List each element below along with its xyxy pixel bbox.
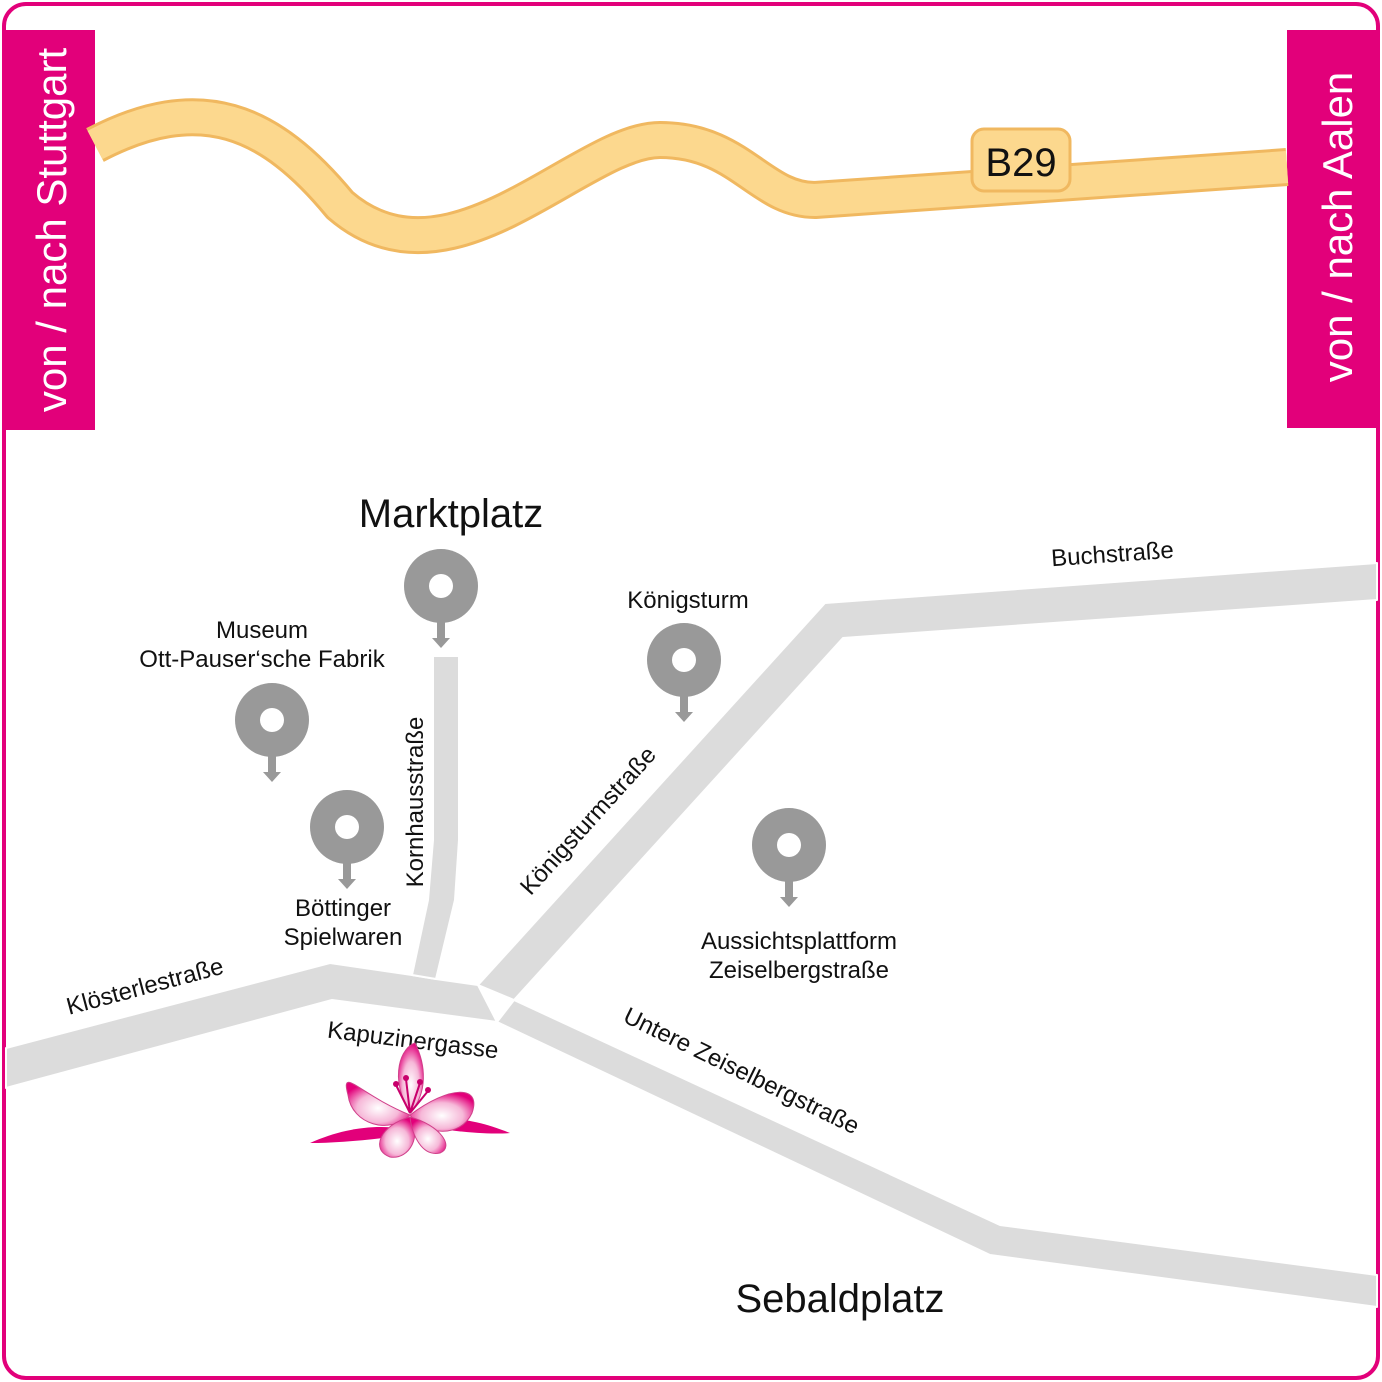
poi-label-museum-line1: Museum xyxy=(216,617,308,644)
street-label-kornhausstrasse: Kornhausstraße xyxy=(402,717,429,888)
direction-label-right: von / nach Aalen xyxy=(1314,72,1361,383)
lily-flower-icon xyxy=(310,1042,510,1158)
poi-label-boettinger-line2: Spielwaren xyxy=(284,924,403,951)
direction-label-left: von / nach Stuttgart xyxy=(28,48,75,413)
direction-banner-left xyxy=(4,30,95,430)
direction-banner-right xyxy=(1287,30,1378,428)
poi-marker-koenigsturm[interactable] xyxy=(647,623,721,722)
street-network xyxy=(5,562,1378,1308)
poi-marker-museum[interactable] xyxy=(235,683,309,782)
street-kornhausstrasse xyxy=(411,655,460,980)
street-untere-zeiselbergstrasse xyxy=(496,999,1378,1308)
b29-badge: B29 xyxy=(970,127,1072,193)
poi-label-aussicht-line1: Aussichtsplattform xyxy=(701,928,897,955)
poi-label-aussicht-line2: Zeiselbergstraße xyxy=(709,957,889,984)
place-label-sebaldplatz: Sebaldplatz xyxy=(735,1277,944,1321)
highway-b29-fill xyxy=(87,101,1289,252)
poi-label-koenigsturm: Königsturm xyxy=(627,587,748,614)
poi-marker-boettinger[interactable] xyxy=(310,790,384,889)
b29-badge-label: B29 xyxy=(985,141,1056,185)
poi-label-museum-line2: Ott-Pauser‘sche Fabrik xyxy=(139,646,385,673)
poi-marker-marktplatz[interactable] xyxy=(404,549,478,648)
poi-marker-aussichtsplattform[interactable] xyxy=(752,808,826,907)
poi-label-boettinger-line1: Böttinger xyxy=(295,895,391,922)
place-label-marktplatz: Marktplatz xyxy=(359,492,544,536)
